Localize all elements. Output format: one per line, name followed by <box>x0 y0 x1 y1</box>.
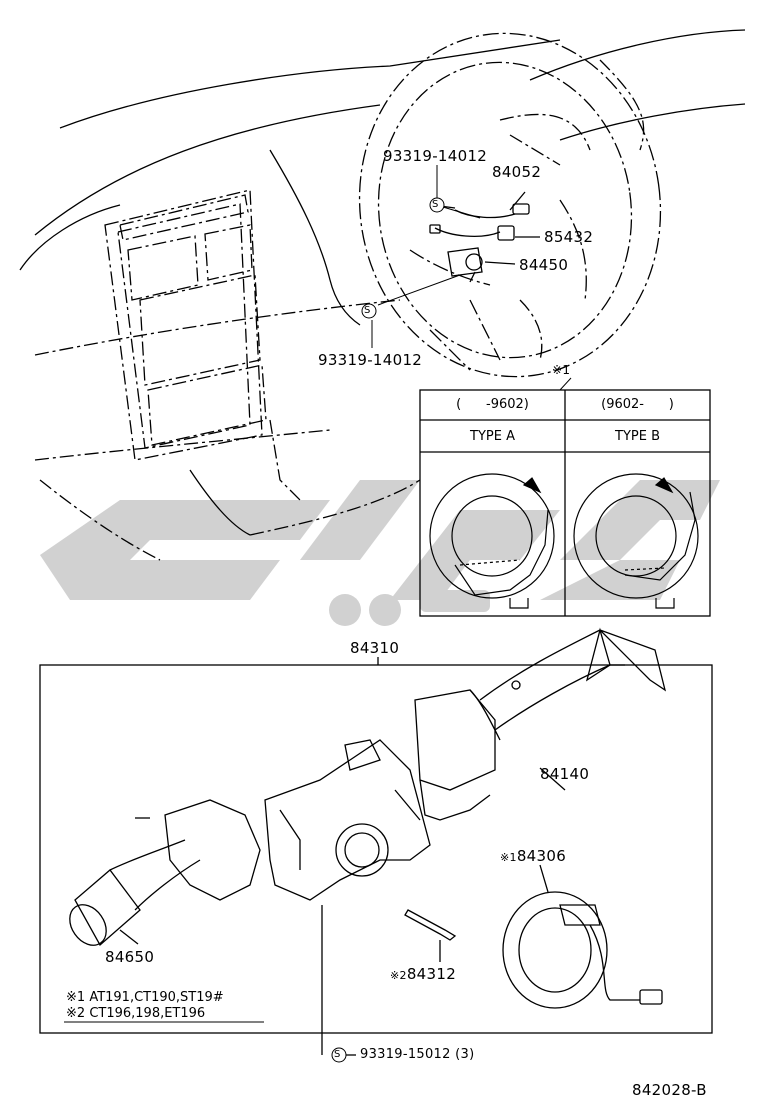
upper-leader-lines <box>371 165 572 391</box>
assembly-frame <box>39 657 713 1056</box>
spiral-cable <box>502 864 663 1009</box>
screw-symbols <box>331 197 445 1063</box>
drawing-number: 842028-B <box>632 1081 707 1099</box>
label-84312: ※284312 <box>390 965 457 983</box>
steering-wheel <box>358 32 662 378</box>
note-2: ※2 CT196,198,ET196 <box>66 1006 206 1021</box>
label-84450: 84450 <box>519 256 569 274</box>
type-a-spring <box>429 473 555 609</box>
note-1: ※1 AT191,CT190,ST19# <box>66 990 224 1005</box>
column-body <box>264 739 431 901</box>
inset-col-a-type: TYPE A <box>470 429 515 444</box>
screw-symbol-upper: S <box>432 199 439 210</box>
pin-and-screw <box>404 909 457 962</box>
left-switch-assembly <box>69 799 261 947</box>
note-ref-1-upper: ※1 <box>552 363 571 377</box>
label-84306: ※184306 <box>500 847 567 865</box>
label-93319-15012: 93319-15012 (3) <box>360 1047 475 1062</box>
right-switch-assembly <box>414 627 667 821</box>
screw-symbol-bottom: S <box>334 1049 341 1060</box>
label-84650: 84650 <box>105 948 155 966</box>
label-84310: 84310 <box>350 639 400 657</box>
inset-col-b-type: TYPE B <box>615 429 660 444</box>
label-84140: 84140 <box>540 765 590 783</box>
inset-col-a-date: ( -9602) <box>456 397 529 412</box>
inset-col-b-date: (9602- ) <box>601 397 674 412</box>
label-93319-14012-lower: 93319-14012 <box>318 351 423 369</box>
label-84052: 84052 <box>492 163 542 181</box>
screw-symbol-lower: S <box>364 305 371 316</box>
type-b-spring <box>573 473 699 609</box>
watermark-logo <box>40 480 720 626</box>
inset-table-frame <box>419 389 711 617</box>
dashboard-outline <box>19 29 746 561</box>
center-console <box>104 189 267 461</box>
label-93319-14012-upper: 93319-14012 <box>383 147 488 165</box>
label-85432: 85432 <box>544 228 594 246</box>
